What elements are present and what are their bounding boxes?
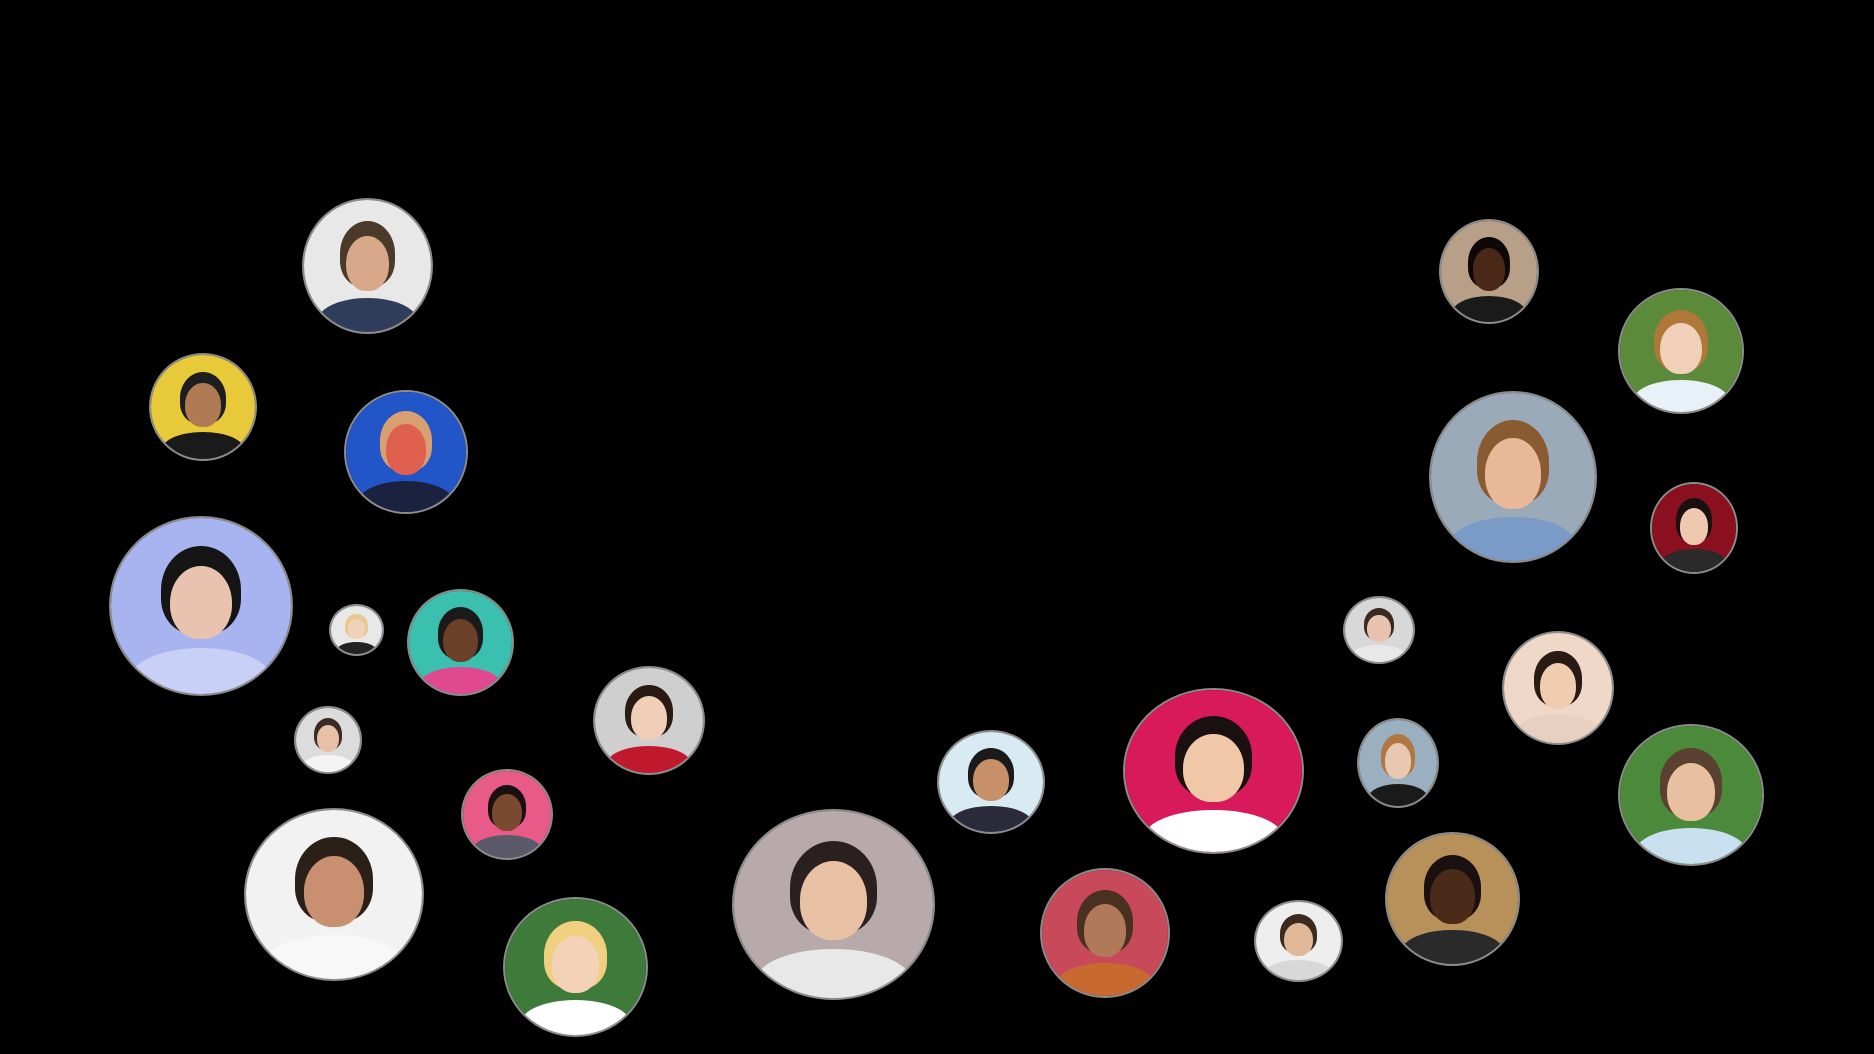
avatar-20 (1502, 631, 1614, 745)
avatar-shoulders (1401, 930, 1504, 964)
avatar-face (551, 935, 600, 993)
avatar-shoulders (336, 641, 377, 654)
avatar-shoulders (1055, 963, 1155, 996)
avatar-shoulders (130, 648, 272, 694)
avatar-22 (1439, 219, 1539, 324)
avatar-shoulders (1633, 380, 1729, 412)
avatar-25 (1618, 288, 1744, 414)
avatar-face (1472, 248, 1506, 291)
avatar-shoulders (420, 667, 501, 694)
avatar-shoulders (755, 949, 912, 998)
avatar-face (1430, 869, 1475, 924)
avatar-face (1679, 507, 1709, 545)
avatar-face (317, 725, 339, 753)
avatar-face (1384, 743, 1412, 780)
avatar-8 (593, 666, 705, 775)
avatar-face (1485, 438, 1541, 509)
avatar-shoulders (317, 297, 418, 332)
avatar-shoulders (606, 745, 692, 773)
avatar-17 (1385, 832, 1520, 966)
avatar-19 (1343, 596, 1415, 664)
avatar-23 (1429, 391, 1597, 563)
avatar-shoulders (1661, 549, 1727, 572)
avatar-shoulders (1635, 828, 1747, 864)
avatar-shoulders (520, 999, 631, 1035)
avatar-shoulders (303, 755, 353, 772)
avatar-face (1539, 662, 1577, 709)
avatar-15 (1123, 688, 1304, 854)
avatar-shoulders (1515, 714, 1601, 743)
avatar-18 (1357, 718, 1439, 808)
avatar-face (492, 794, 522, 832)
avatar-6 (407, 589, 514, 696)
avatar-12 (732, 809, 935, 1000)
avatar-11 (503, 897, 648, 1037)
avatar-1 (302, 198, 433, 334)
avatar-face (630, 696, 668, 741)
avatar-face (1367, 615, 1391, 643)
avatar-shoulders (1352, 645, 1406, 662)
avatar-21 (1618, 724, 1764, 866)
avatar-face (973, 759, 1009, 801)
avatar-shoulders (1451, 295, 1527, 322)
avatar-4 (109, 516, 293, 696)
avatar-face (185, 383, 221, 427)
avatar-shoulders (162, 431, 244, 459)
avatar-face (1083, 904, 1127, 957)
avatar-shoulders (472, 835, 542, 858)
avatar-7 (294, 706, 362, 774)
avatar-shoulders (265, 935, 403, 979)
avatar-shoulders (1367, 783, 1429, 806)
avatar-face (1284, 923, 1313, 956)
avatar-5 (329, 604, 384, 656)
avatar-face (1666, 763, 1716, 822)
avatar-2 (149, 353, 257, 461)
avatar-shoulders (1449, 517, 1577, 561)
avatar-16 (1254, 900, 1343, 982)
avatar-face (345, 235, 390, 292)
avatar-3 (344, 390, 468, 514)
avatar-14 (1040, 868, 1170, 998)
avatar-face (799, 861, 868, 941)
avatar-face (385, 424, 427, 475)
avatar-24 (1650, 482, 1738, 574)
avatar-10 (244, 808, 424, 981)
avatar-face (170, 565, 232, 640)
avatar-shoulders (1265, 959, 1332, 980)
avatar-face (1660, 322, 1702, 375)
avatar-face (442, 618, 478, 663)
avatar-9 (461, 769, 553, 860)
avatar-13 (937, 730, 1045, 834)
avatar-shoulders (1144, 809, 1283, 852)
avatar-face (347, 618, 366, 640)
avatar-shoulders (359, 480, 453, 512)
avatar-face (304, 855, 364, 927)
avatar-shoulders (950, 806, 1032, 832)
avatar-face (1183, 733, 1244, 802)
